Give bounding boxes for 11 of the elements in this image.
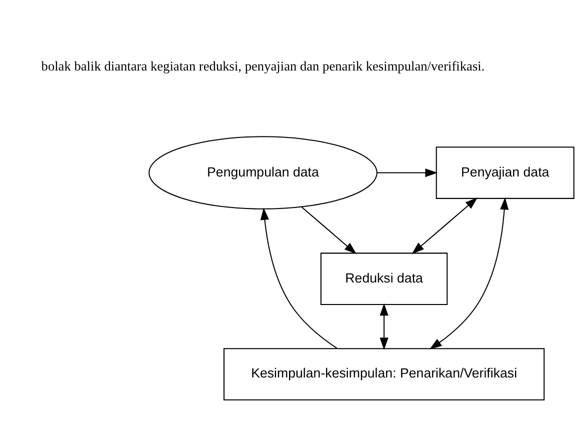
- arrow: [380, 302, 388, 350]
- arrow: [376, 168, 438, 177]
- node-box: Penyajian data: [436, 146, 574, 198]
- arrow: [301, 206, 357, 254]
- label: bolak balik diantara kegiatan reduksi, penyajian dan penarik kesimpulan/verifikasi.: [41, 58, 485, 73]
- node-box: Kesimpulan-kesimpulan: Penarikan/Verifikasi: [224, 348, 545, 400]
- arrow: [429, 196, 509, 349]
- node-box: Reduksi data: [320, 252, 448, 304]
- arrow: [412, 196, 478, 254]
- arrow: [260, 207, 338, 348]
- node-ellipse: Pengumpulan data: [148, 136, 378, 209]
